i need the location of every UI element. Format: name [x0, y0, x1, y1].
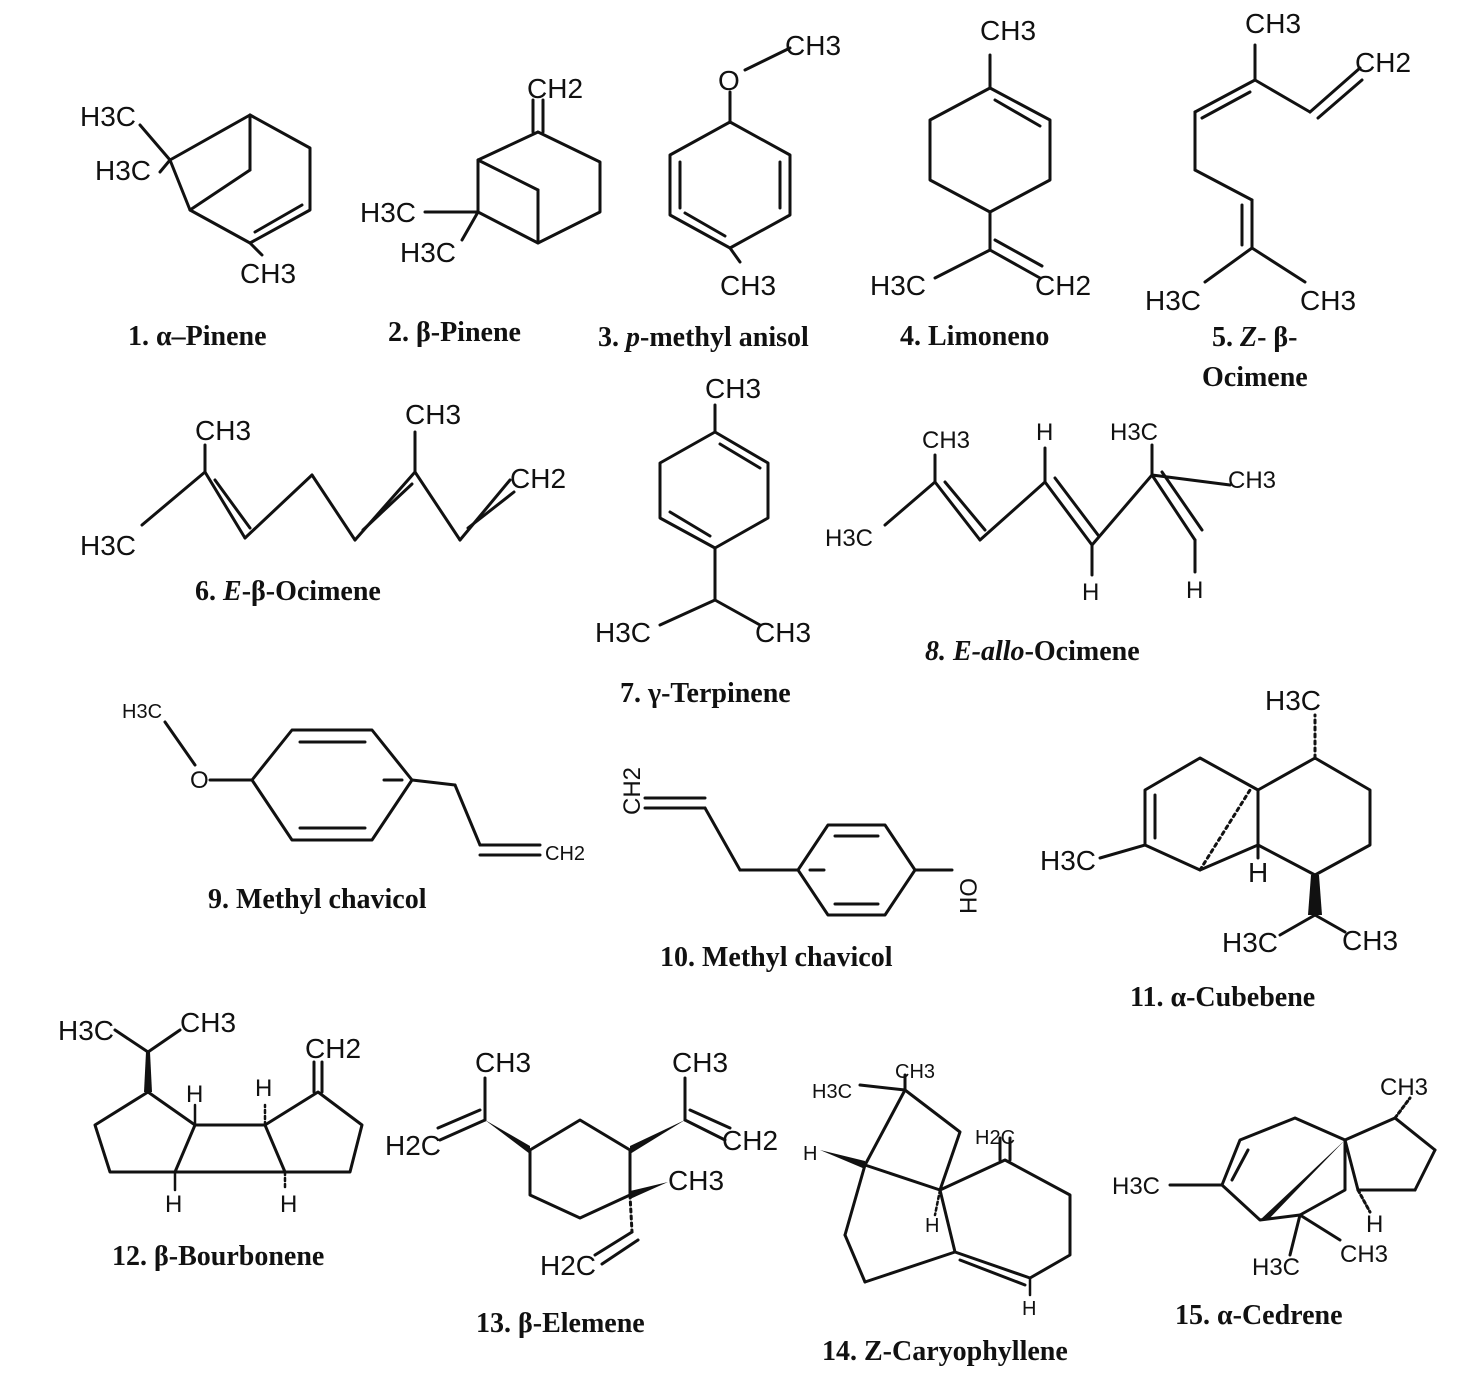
compound-2-atom-h3c-a: H3C	[360, 197, 416, 228]
compound-6-structure: CH3 CH3 CH2 H3C	[80, 399, 566, 561]
compound-4-atom-ch2: CH2	[1035, 270, 1091, 301]
compound-13-structure: CH3 CH3 H2C CH2 CH3 H2C	[385, 1047, 778, 1281]
compound-7-atom-h3c: H3C	[595, 617, 651, 648]
compound-11-atom-h3c-bottom: H3C	[1222, 927, 1278, 958]
compound-3-caption: 3. p-methyl anisol	[598, 322, 809, 353]
compound-13-atom-h2c-left: H2C	[385, 1130, 441, 1161]
compound-6-atom-ch3-b: CH3	[405, 399, 461, 430]
compound-8-atom-h-top: H	[1036, 419, 1053, 446]
compound-4-structure: CH3 H3C CH2	[870, 15, 1091, 301]
compound-5-atom-h3c: H3C	[1145, 285, 1201, 316]
compound-13-atom-ch3-b: CH3	[672, 1047, 728, 1078]
compound-14-atom-h-mid: H	[925, 1215, 939, 1237]
compound-9-structure: H3C O CH2	[122, 701, 585, 865]
compound-8-atom-ch3-b: CH3	[1228, 467, 1276, 494]
compound-9-atom-o: O	[190, 767, 209, 794]
compound-3-structure: O CH3 CH3	[668, 30, 841, 301]
compound-6-caption: 6. E-β-Ocimene	[195, 576, 381, 607]
compound-13-atom-h2c-bottom: H2C	[540, 1250, 596, 1281]
compound-8-atom-h3c-top: H3C	[1110, 419, 1158, 446]
compound-12-atom-h-a: H	[186, 1081, 203, 1108]
compound-1-atom-h3c-a: H3C	[80, 101, 136, 132]
compound-10-atom-oh: OH	[954, 878, 981, 914]
compound-11-atom-h: H	[1248, 857, 1268, 888]
compound-15-atom-h3c-bottom: H3C	[1252, 1254, 1300, 1281]
compound-9-atom-ch2: CH2	[545, 843, 585, 865]
compound-5-atom-ch3-bottom: CH3	[1300, 285, 1356, 316]
compound-13-atom-ch3-c: CH3	[668, 1165, 724, 1196]
compound-5-atom-ch3-top: CH3	[1245, 8, 1301, 39]
compound-15-atom-h: H	[1366, 1211, 1383, 1238]
compound-12-atom-ch3: CH3	[180, 1007, 236, 1038]
compound-7-atom-ch3-top: CH3	[705, 373, 761, 404]
compound-1-caption: 1. α–Pinene	[128, 321, 267, 352]
compound-8-atom-h-bottom-a: H	[1082, 579, 1099, 606]
compound-13-atom-ch3-a: CH3	[475, 1047, 531, 1078]
compound-11-atom-ch3: CH3	[1342, 925, 1398, 956]
compound-9-atom-h3c: H3C	[122, 701, 162, 723]
compound-4-atom-h3c: H3C	[870, 270, 926, 301]
compound-9-caption: 9. Methyl chavicol	[208, 884, 427, 915]
compound-3-atom-o: O	[718, 65, 740, 96]
compound-2-caption: 2. β-Pinene	[388, 317, 521, 348]
compound-14-atom-h-left: H	[803, 1143, 817, 1165]
compound-15-atom-ch3-top: CH3	[1380, 1074, 1428, 1101]
compound-15-atom-h3c-left: H3C	[1112, 1173, 1160, 1200]
compound-10-caption: 10. Methyl chavicol	[660, 942, 893, 973]
compound-14-atom-h-bottom: H	[1022, 1298, 1036, 1320]
compound-7-structure: CH3 H3C CH3	[595, 373, 811, 648]
compound-15-atom-ch3-bottom: CH3	[1340, 1241, 1388, 1268]
compound-8-atom-h-bottom-b: H	[1186, 577, 1203, 604]
compound-6-atom-h3c: H3C	[80, 530, 136, 561]
compound-5-structure: CH3 CH2 H3C CH3	[1145, 8, 1411, 316]
compound-8-structure: CH3 H H3C CH3 H3C H H	[825, 419, 1276, 606]
compound-13-caption: 13. β-Elemene	[476, 1308, 645, 1339]
compound-8-caption: 8. E-allo-Ocimene	[925, 636, 1140, 667]
compound-8-atom-h3c-left: H3C	[825, 525, 873, 552]
compound-15-caption: 15. α-Cedrene	[1175, 1300, 1343, 1331]
compound-2-atom-ch2: CH2	[527, 73, 583, 104]
compound-10-atom-ch2: CH2	[619, 767, 646, 815]
compound-3-atom-ch3-top: CH3	[785, 30, 841, 61]
compound-3-atom-ch3-bottom: CH3	[720, 270, 776, 301]
compound-14-structure: H3C CH3 H2C H H H	[803, 1061, 1072, 1320]
compound-5-caption-line2: Ocimene	[1202, 362, 1308, 393]
compound-6-atom-ch2: CH2	[510, 463, 566, 494]
compound-11-caption: 11. α-Cubebene	[1130, 982, 1315, 1013]
compound-14-caption: 14. Z-Caryophyllene	[822, 1336, 1068, 1367]
compound-4-caption: 4. Limoneno	[900, 321, 1049, 352]
compound-14-atom-h3c: H3C	[812, 1081, 852, 1103]
compound-10-structure: CH2 OH	[619, 767, 981, 917]
compound-12-caption: 12. β-Bourbonene	[112, 1241, 324, 1272]
compound-1-atom-ch3: CH3	[240, 258, 296, 289]
compound-12-atom-h3c: H3C	[58, 1015, 114, 1046]
compound-12-structure: H3C CH3 CH2 H H H H	[58, 1007, 364, 1218]
compound-14-atom-ch3: CH3	[895, 1061, 935, 1083]
compound-13-atom-ch2: CH2	[722, 1125, 778, 1156]
compound-5-caption: 5. Z- β-	[1212, 322, 1298, 353]
compound-11-atom-h3c-top: H3C	[1265, 685, 1321, 716]
compound-1-atom-h3c-b: H3C	[95, 155, 151, 186]
compound-12-atom-h-b: H	[255, 1075, 272, 1102]
compound-12-atom-h-d: H	[280, 1191, 297, 1218]
compound-14-atom-h2c: H2C	[975, 1127, 1015, 1149]
compound-11-structure: H3C H3C H H3C CH3	[1040, 685, 1398, 958]
compound-12-atom-h-c: H	[165, 1191, 182, 1218]
compound-7-caption: 7. γ-Terpinene	[620, 678, 791, 709]
compound-5-atom-ch2: CH2	[1355, 47, 1411, 78]
compound-4-atom-ch3: CH3	[980, 15, 1036, 46]
compound-6-atom-ch3-a: CH3	[195, 415, 251, 446]
compound-12-atom-ch2: CH2	[305, 1033, 361, 1064]
compound-7-atom-ch3-bottom: CH3	[755, 617, 811, 648]
compound-2-atom-h3c-b: H3C	[400, 237, 456, 268]
compound-11-atom-h3c-left: H3C	[1040, 845, 1096, 876]
compound-2-structure: CH2 H3C H3C	[360, 73, 602, 268]
compound-1-structure: H3C H3C CH3	[80, 101, 312, 289]
compound-8-atom-ch3-a: CH3	[922, 427, 970, 454]
compound-15-structure: CH3 H3C H H3C CH3	[1112, 1074, 1437, 1281]
